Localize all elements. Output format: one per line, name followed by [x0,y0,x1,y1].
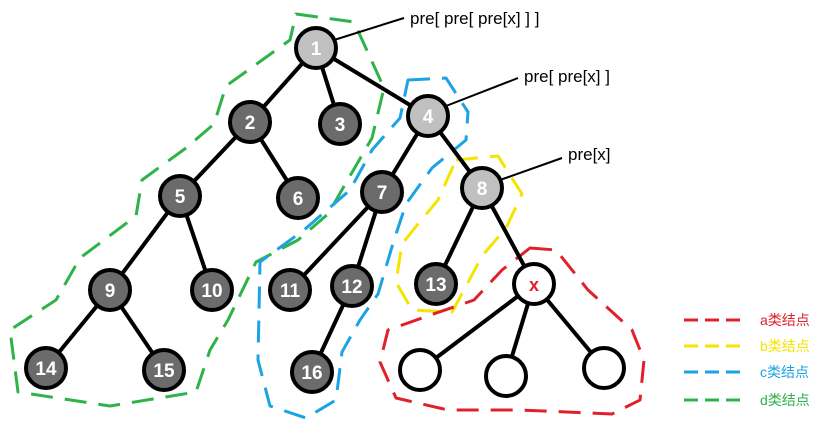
node-circle [460,166,504,210]
d-class-region [8,12,386,408]
node-13: 13 [414,262,458,306]
legend-label: c类结点 [760,364,809,380]
node-7: 7 [360,170,404,214]
node-label: 7 [377,183,388,204]
node-label: 3 [335,115,346,136]
node-11: 11 [268,268,312,312]
node-circle [406,94,450,138]
node-16: 16 [290,350,334,394]
node-8: 8 [460,166,504,210]
node-circle [142,348,186,392]
node-label: 16 [301,363,322,384]
annotation-lines [333,17,563,181]
node-circle [512,262,556,306]
annotation-labels: pre[ pre[ pre[x] ] ] pre[ pre[x] ] pre[x] [410,9,611,164]
node-label: 14 [35,359,57,380]
node-6: 6 [276,176,320,220]
edge-7-11 [288,190,384,292]
node-12: 12 [330,264,374,308]
node-label: 12 [341,277,362,298]
annotation-pointer [445,77,519,107]
annotation-label: pre[ pre[x] ] [524,67,610,86]
annotation-label: pre[ pre[ pre[x] ] ] [410,9,539,28]
node-14: 14 [24,346,68,390]
node-circle [484,354,528,398]
node-circle [276,176,320,220]
node-10: 10 [190,268,234,312]
node-circle [582,346,626,390]
node-label: 11 [280,281,301,302]
node-label: 15 [153,361,175,382]
node-circle [268,268,312,312]
node-2: 2 [228,100,272,144]
node-5: 5 [158,174,202,218]
node-label: 1 [311,39,322,60]
node-circle [228,100,272,144]
node-15: 15 [142,348,186,392]
node-circle [318,102,362,146]
node-circle [88,268,132,312]
node-label: 9 [105,281,116,302]
node-circle [158,174,202,218]
node-circle [290,350,334,394]
node-x: x [512,262,556,306]
legend-item: d类结点 [684,392,810,408]
node-circle [398,348,442,392]
node-1: 1 [294,26,338,70]
legend: a类结点 b类结点 c类结点 d类结点 [684,312,810,408]
node-label: 5 [175,187,186,208]
node-circle [294,26,338,70]
legend-item: c类结点 [684,364,809,380]
node-circle [360,170,404,214]
tree-edges [44,46,606,377]
a-class-region [378,246,646,416]
node-c1 [398,348,442,392]
legend-label: a类结点 [760,312,810,328]
node-c2 [484,354,528,398]
c-class-region [256,76,470,420]
legend-label: b类结点 [760,338,810,354]
node-3: 3 [318,102,362,146]
node-circle [414,262,458,306]
node-9: 9 [88,268,132,312]
node-label: 6 [293,189,304,210]
node-label: 2 [245,113,256,134]
legend-label: d类结点 [760,392,810,408]
node-c3 [582,346,626,390]
node-circle [330,264,374,308]
legend-item: a类结点 [684,312,810,328]
region-outlines [8,12,646,420]
node-label: 10 [201,281,222,302]
node-4: 4 [406,94,450,138]
node-label: 13 [425,275,446,296]
node-label: 4 [423,107,434,128]
node-label: 8 [477,179,488,200]
annotation-pointer [499,157,563,181]
node-circle [24,346,68,390]
legend-item: b类结点 [684,338,810,354]
annotation-label: pre[x] [568,145,611,164]
b-class-region [394,154,524,314]
annotation-pointer [333,17,405,41]
node-label: x [529,275,539,295]
node-circle [190,268,234,312]
edge-x-c1 [418,282,536,372]
